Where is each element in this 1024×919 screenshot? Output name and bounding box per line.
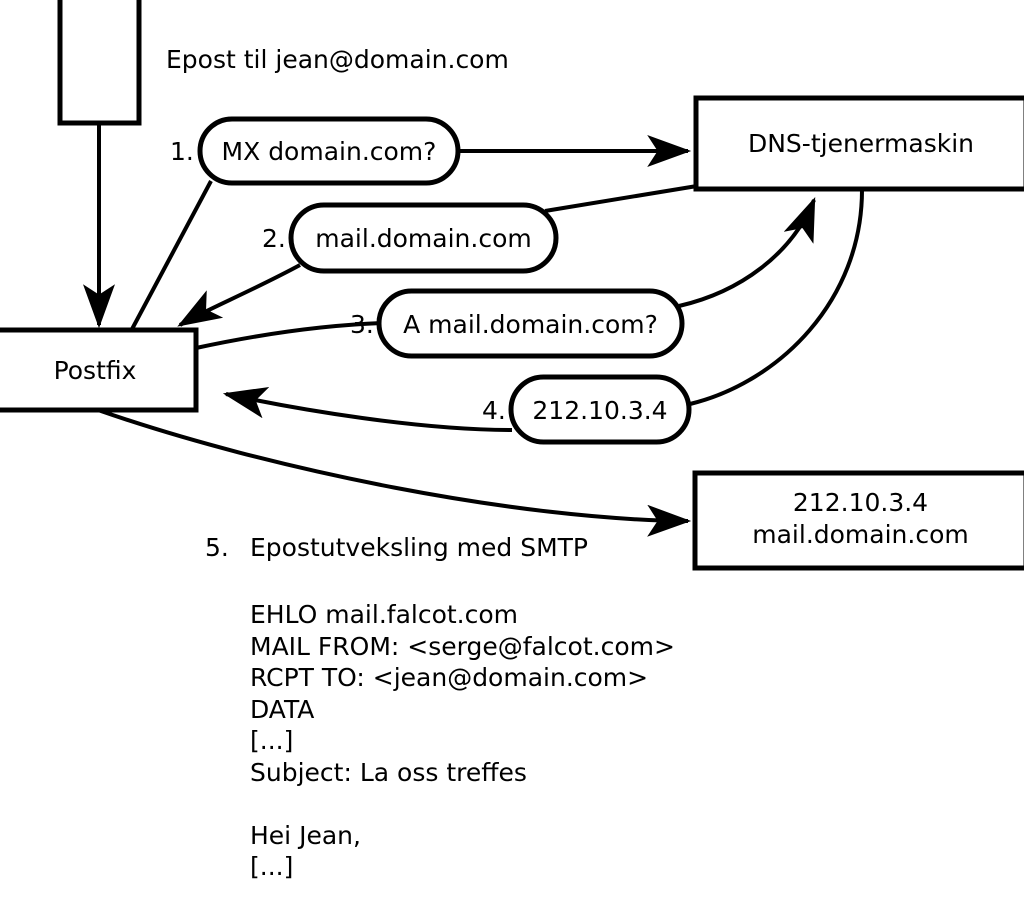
edge-postfix-to-mailserver <box>97 408 692 537</box>
edge-a-query-to-dns <box>678 197 816 308</box>
pill-step-1[interactable] <box>197 116 461 186</box>
pill-label-3: A mail.domain.com? <box>403 310 658 339</box>
pill-step-3[interactable] <box>376 288 685 359</box>
edge-a-answer-to-postfix <box>222 386 513 432</box>
pill-label-2: mail.domain.com <box>315 224 532 253</box>
node-label-mail-server-ip: 212.10.3.4 <box>792 488 929 517</box>
step-number-2: 2. <box>262 224 286 253</box>
edge-dns-to-answer-pill <box>544 184 698 213</box>
node-label-mail-server-host: mail.domain.com <box>752 520 969 549</box>
edge-postfix-to-a-query <box>195 321 383 350</box>
pill-step-4[interactable] <box>508 374 692 445</box>
step-label-5: Epostutveksling med SMTP <box>250 533 589 562</box>
step-number-5: 5. <box>205 533 229 562</box>
edge-answer-to-postfix <box>177 263 301 327</box>
step-number-4: 4. <box>482 396 506 425</box>
node-label-dns-server: DNS-tjenermaskin <box>747 129 974 158</box>
edge-dns-to-a-answer <box>689 189 864 406</box>
node-dns-server[interactable] <box>693 95 1024 192</box>
edge-mx-pill-to-postfix <box>129 180 213 332</box>
smtp-transcript: EHLO mail.falcot.com MAIL FROM: <serge@f… <box>250 600 675 919</box>
node-mail-server[interactable] <box>692 470 1024 571</box>
step-number-1: 1. <box>170 137 194 166</box>
node-label-postfix: Postfix <box>53 356 137 385</box>
node-client[interactable] <box>57 0 142 126</box>
node-postfix[interactable] <box>0 327 199 413</box>
pill-label-1: MX domain.com? <box>221 137 437 166</box>
pill-step-2[interactable] <box>288 202 559 274</box>
step-number-3: 3. <box>350 310 374 339</box>
pill-label-4: 212.10.3.4 <box>532 396 668 425</box>
page-caption: Epost til jean@domain.com <box>166 45 509 74</box>
